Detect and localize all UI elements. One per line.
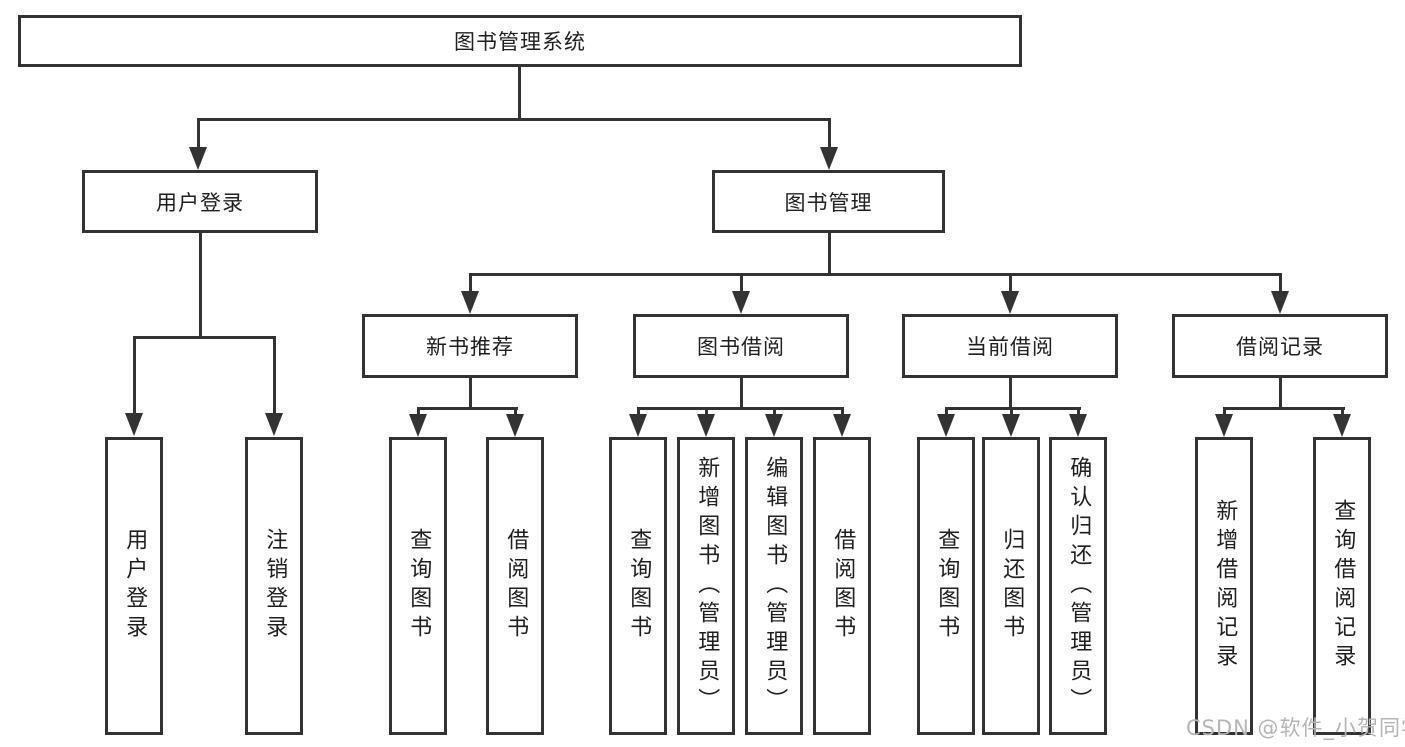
- leaf-borrow-query-label: 查询图书: [626, 528, 652, 644]
- leaf-records-query: 查询借阅记录: [1313, 437, 1371, 735]
- node-new-book-recommend-label: 新书推荐: [426, 335, 514, 359]
- leaf-user-login-label: 用户登录: [122, 528, 148, 644]
- arrowhead-icon: [1271, 291, 1289, 314]
- connector-line: [1009, 378, 1012, 409]
- arrowhead-icon: [1215, 414, 1233, 437]
- csdn-watermark: CSDN @软件_小贺同学: [1186, 716, 1405, 740]
- connector-line: [1223, 407, 1226, 417]
- node-root: 图书管理系统: [18, 15, 1022, 67]
- arrowhead-icon: [1333, 414, 1351, 437]
- connector-line: [773, 407, 776, 417]
- leaf-current-return: 归还图书: [982, 437, 1040, 735]
- leaf-newbook-borrow-label: 借阅图书: [503, 528, 529, 644]
- connector-line: [469, 273, 1282, 276]
- leaf-borrow-query: 查询图书: [609, 437, 667, 735]
- leaf-current-return-label: 归还图书: [999, 528, 1025, 644]
- node-borrow-records: 借阅记录: [1172, 314, 1388, 378]
- connector-line: [133, 336, 276, 339]
- node-root-label: 图书管理系统: [454, 30, 586, 54]
- leaf-borrow-add-admin-label: 新增图书（管理员）: [694, 455, 720, 717]
- leaf-current-confirm-admin: 确认归还（管理员）: [1049, 437, 1107, 735]
- connector-line: [133, 336, 136, 416]
- leaf-logout: 注销登录: [245, 437, 303, 735]
- connector-line: [417, 407, 420, 417]
- connector-line: [1279, 378, 1282, 409]
- connector-line: [945, 407, 948, 417]
- arrowhead-icon: [833, 414, 851, 437]
- arrowhead-icon: [409, 414, 427, 437]
- arrowhead-icon: [1002, 414, 1020, 437]
- leaf-borrow-borrow-label: 借阅图书: [830, 528, 856, 644]
- node-user-login-label: 用户登录: [156, 190, 244, 215]
- leaf-logout-label: 注销登录: [262, 528, 288, 644]
- connector-line: [273, 336, 276, 416]
- leaf-records-add: 新增借阅记录: [1195, 437, 1253, 735]
- leaf-current-query: 查询图书: [917, 437, 975, 735]
- arrowhead-icon: [461, 291, 479, 314]
- connector-line: [514, 407, 517, 417]
- node-book-management: 图书管理: [712, 170, 945, 233]
- node-book-borrow-label: 图书借阅: [697, 335, 785, 359]
- connector-line: [417, 407, 518, 410]
- node-new-book-recommend: 新书推荐: [362, 314, 578, 378]
- leaf-newbook-query: 查询图书: [389, 437, 447, 735]
- connector-line: [1077, 407, 1080, 417]
- connector-line: [197, 118, 200, 151]
- leaf-records-add-label: 新增借阅记录: [1212, 499, 1238, 673]
- connector-line: [945, 407, 1081, 410]
- arrowhead-icon: [697, 414, 715, 437]
- connector-line: [197, 118, 831, 121]
- connector-line: [841, 407, 844, 417]
- arrowhead-icon: [1069, 414, 1087, 437]
- leaf-newbook-borrow: 借阅图书: [486, 437, 544, 735]
- arrowhead-icon: [1001, 291, 1019, 314]
- connector-line: [199, 233, 202, 336]
- arrowhead-icon: [265, 413, 283, 436]
- arrowhead-icon: [732, 291, 750, 314]
- node-current-borrow: 当前借阅: [902, 314, 1118, 378]
- leaf-borrow-borrow: 借阅图书: [813, 437, 871, 735]
- leaf-user-login: 用户登录: [105, 437, 163, 735]
- node-current-borrow-label: 当前借阅: [966, 335, 1054, 359]
- connector-line: [740, 273, 743, 293]
- node-user-login: 用户登录: [82, 170, 318, 233]
- leaf-current-confirm-admin-label: 确认归还（管理员）: [1066, 455, 1092, 717]
- connector-line: [828, 118, 831, 151]
- node-book-borrow: 图书借阅: [633, 314, 849, 378]
- connector-line: [828, 233, 831, 273]
- leaf-borrow-edit-admin-label: 编辑图书（管理员）: [762, 455, 788, 717]
- arrowhead-icon: [820, 147, 838, 170]
- arrowhead-icon: [629, 414, 647, 437]
- connector-line: [705, 407, 708, 417]
- leaf-newbook-query-label: 查询图书: [406, 528, 432, 644]
- arrowhead-icon: [765, 414, 783, 437]
- node-borrow-records-label: 借阅记录: [1236, 335, 1324, 359]
- leaf-borrow-edit-admin: 编辑图书（管理员）: [745, 437, 803, 735]
- connector-line: [1279, 273, 1282, 293]
- arrowhead-icon: [125, 413, 143, 436]
- connector-line: [1010, 407, 1013, 417]
- arrowhead-icon: [189, 147, 207, 170]
- connector-line: [469, 273, 472, 293]
- leaf-borrow-add-admin: 新增图书（管理员）: [677, 437, 735, 735]
- connector-line: [637, 407, 640, 417]
- connector-line: [740, 378, 743, 409]
- connector-line: [1009, 273, 1012, 293]
- connector-line: [469, 378, 472, 409]
- leaf-current-query-label: 查询图书: [934, 528, 960, 644]
- arrowhead-icon: [937, 414, 955, 437]
- node-book-management-label: 图书管理: [784, 190, 873, 215]
- connector-line: [518, 67, 521, 118]
- connector-line: [1223, 407, 1345, 410]
- connector-line: [637, 407, 844, 410]
- leaf-records-query-label: 查询借阅记录: [1330, 499, 1356, 673]
- arrowhead-icon: [506, 414, 524, 437]
- connector-line: [1341, 407, 1344, 417]
